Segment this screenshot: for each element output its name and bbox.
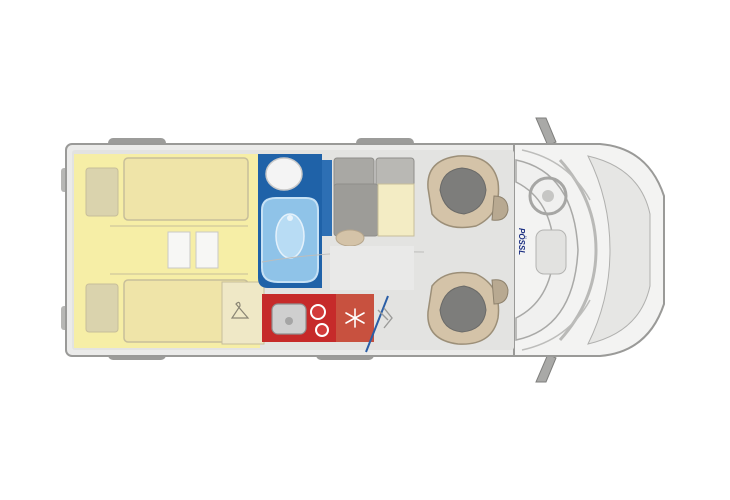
- snowflake-icon: [345, 308, 365, 328]
- upper-bed-cushion: [123, 157, 249, 221]
- right-mirror: [535, 353, 557, 383]
- bathroom: [258, 154, 332, 288]
- driver-headrest: [491, 195, 509, 221]
- upper-bed-corner: [85, 167, 119, 217]
- driver-seat-cushion: [439, 167, 487, 215]
- door-swing-arrow-icon: [377, 307, 393, 329]
- driver-seat: [427, 155, 509, 229]
- dash-curve-lower: [521, 299, 591, 351]
- dashboard: [515, 149, 591, 351]
- passenger-headrest: [491, 279, 509, 305]
- hood: [587, 155, 651, 345]
- mirrors: [535, 117, 557, 383]
- cab-seats: [427, 155, 509, 345]
- brand-label: PÖSSL: [517, 228, 526, 255]
- entry-door-line: [365, 295, 389, 353]
- bed-extension-right: [195, 231, 219, 269]
- aisle-gap: [330, 246, 414, 290]
- tap: [287, 215, 293, 221]
- stove-burner-front: [310, 304, 326, 320]
- windshield: [558, 158, 598, 342]
- steering-wheel: [528, 176, 568, 216]
- bed-extension-left: [167, 231, 191, 269]
- stove-burner-back: [315, 323, 329, 337]
- bath-shelf: [322, 160, 332, 236]
- coat-hanger-icon: [230, 301, 250, 319]
- lower-bed-corner: [85, 283, 119, 333]
- sink-drain: [285, 317, 293, 325]
- kitchen: [262, 294, 393, 353]
- bench-pillow: [335, 229, 365, 247]
- bench-seat: [333, 183, 379, 237]
- dinette-bench: [261, 157, 425, 290]
- steering-hub: [542, 190, 554, 202]
- left-mirror: [535, 117, 557, 147]
- bench-backrest: [377, 183, 415, 237]
- passenger-seat-cushion: [439, 285, 487, 333]
- wardrobe: [221, 281, 265, 345]
- center-console: [535, 229, 567, 275]
- toilet: [265, 157, 303, 191]
- passenger-seat: [427, 271, 509, 345]
- dash-curve: [521, 149, 591, 201]
